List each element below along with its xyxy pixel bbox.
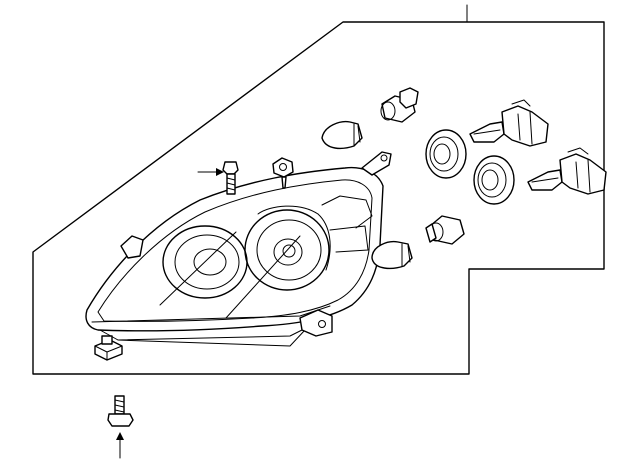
hid-bulb-lower[interactable] [527, 147, 607, 195]
mounting-bolt-bottom[interactable] [107, 395, 134, 427]
bulb-socket-lower[interactable] [425, 215, 465, 245]
bulb-lower[interactable] [371, 240, 413, 270]
headlamp-housing-panel [32, 21, 605, 375]
seal-ring-lower[interactable] [473, 155, 515, 205]
hid-bulb-upper[interactable] [469, 99, 549, 147]
bulb-socket-upper[interactable] [380, 87, 419, 123]
clip-nut[interactable] [94, 335, 123, 361]
bulb-upper[interactable] [321, 120, 363, 150]
arrow-to-bolt-top [197, 168, 224, 176]
arrow-to-bolt-bottom [116, 432, 124, 459]
headlamp-assembly[interactable] [85, 151, 392, 347]
mounting-bolt-top[interactable] [222, 161, 239, 195]
seal-ring-upper[interactable] [425, 129, 467, 179]
mounting-nut-top[interactable] [272, 157, 294, 189]
